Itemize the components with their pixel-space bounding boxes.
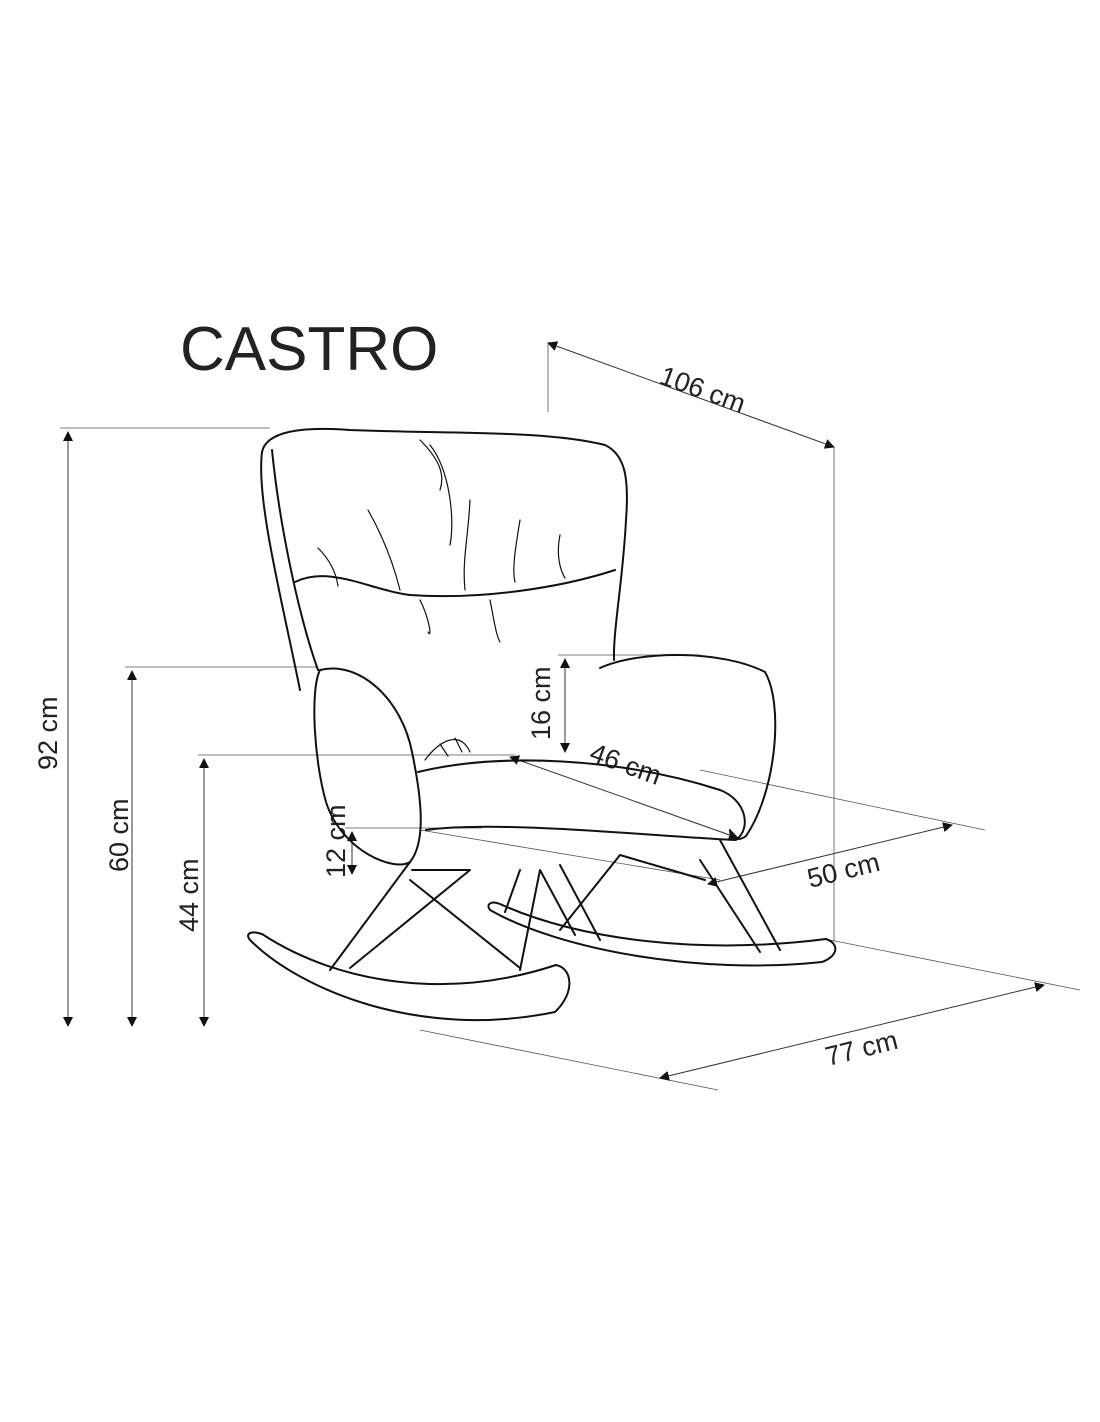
product-title: CASTRO bbox=[180, 315, 438, 384]
right-armrest bbox=[599, 654, 777, 840]
left-rocker bbox=[247, 931, 571, 1022]
dimension-46: 46 cm bbox=[509, 737, 739, 840]
dimension-106: 106 cm bbox=[547, 341, 835, 449]
right-rocker bbox=[487, 901, 837, 967]
backrest bbox=[260, 427, 628, 691]
seat bbox=[417, 759, 746, 841]
dim-label-seat-depth: 50 cm bbox=[804, 847, 883, 894]
dim-label-height: 92 cm bbox=[33, 696, 63, 770]
chair-outline bbox=[247, 427, 837, 1022]
dimension-16: 16 cm bbox=[526, 658, 570, 753]
dimension-60: 60 cm bbox=[104, 670, 137, 1027]
dimension-44: 44 cm bbox=[174, 758, 209, 1027]
dimension-92: 92 cm bbox=[33, 431, 73, 1027]
dim-label-width: 77 cm bbox=[822, 1025, 901, 1072]
dim-label-seat-height: 44 cm bbox=[174, 858, 204, 932]
dim-label-depth: 106 cm bbox=[656, 360, 749, 418]
lumbar-pillow bbox=[294, 569, 616, 598]
dimension-12: 12 cm bbox=[321, 804, 357, 878]
dim-label-cushion: 12 cm bbox=[321, 804, 351, 878]
dim-label-armrest-above-seat: 16 cm bbox=[526, 666, 556, 740]
extension-lines bbox=[60, 343, 1081, 1091]
dimension-77: 77 cm bbox=[659, 982, 1045, 1081]
legs bbox=[329, 839, 781, 971]
dim-label-armrest-height: 60 cm bbox=[104, 798, 134, 872]
